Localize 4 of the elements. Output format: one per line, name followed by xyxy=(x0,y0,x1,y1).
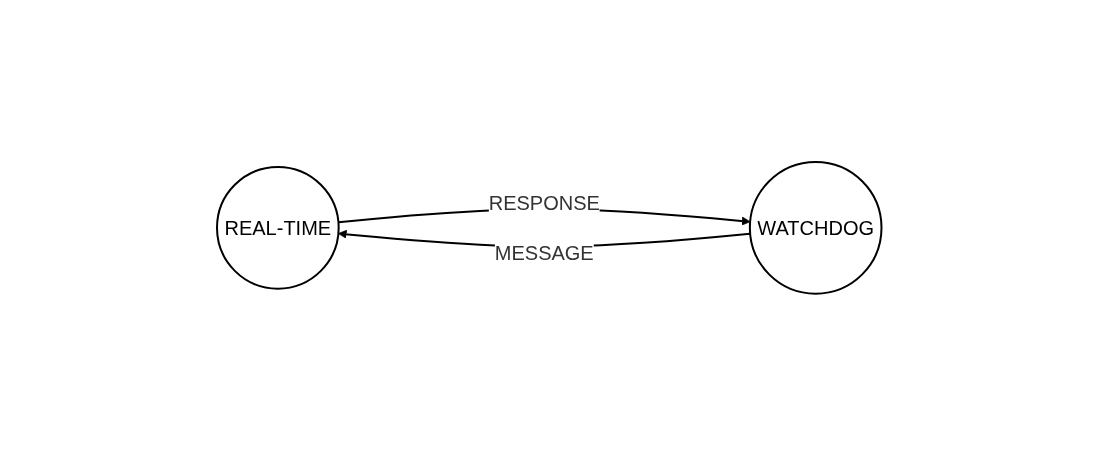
edge-label: RESPONSE xyxy=(488,191,601,214)
edge-label: MESSAGE xyxy=(495,241,594,264)
node-circle: REAL-TIME xyxy=(216,165,340,290)
node-circle: WATCHDOG xyxy=(749,160,883,295)
